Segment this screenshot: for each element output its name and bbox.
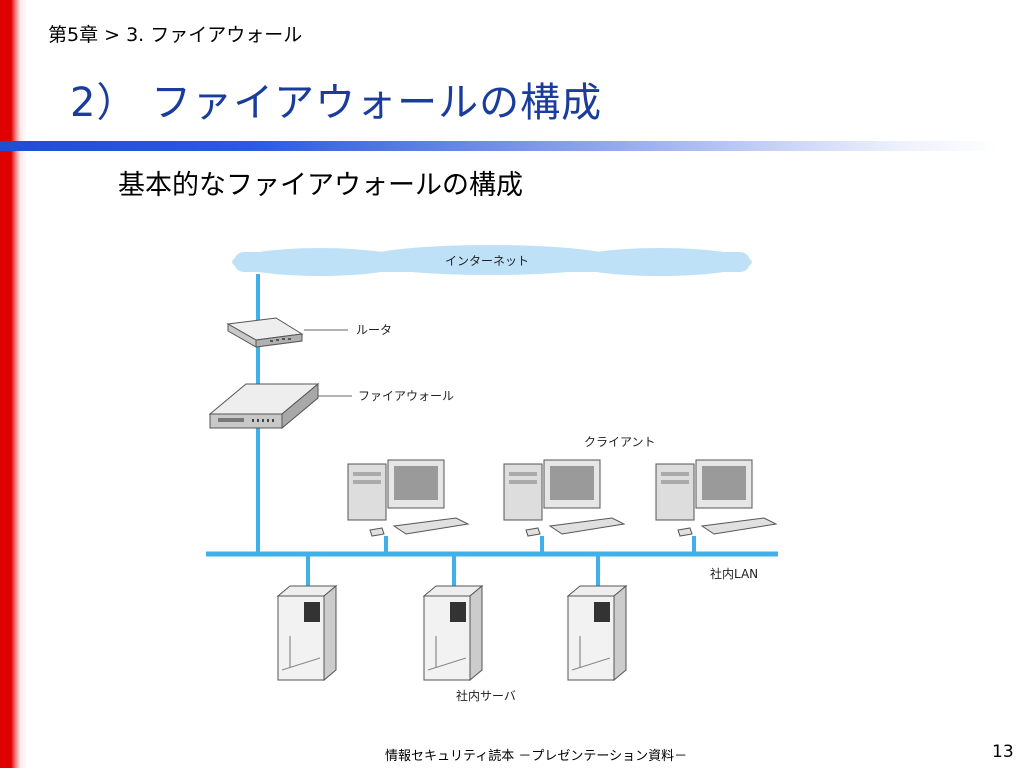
firewall-network-diagram: インターネット ルータ ファイアウォール クライアント bbox=[206, 245, 778, 703]
title-divider bbox=[0, 141, 1000, 151]
firewall-icon bbox=[208, 382, 320, 430]
page-number: 13 bbox=[992, 742, 1014, 762]
internet-cloud: インターネット bbox=[232, 245, 752, 276]
slide-title: 2） ファイアウォールの構成 bbox=[70, 80, 603, 126]
firewall-label: ファイアウォール bbox=[358, 389, 454, 403]
client-pc-2 bbox=[503, 459, 626, 537]
breadcrumb: 第5章 > 3. ファイアウォール bbox=[48, 24, 303, 46]
server-label: 社内サーバ bbox=[456, 688, 516, 703]
left-accent-bar bbox=[0, 0, 26, 768]
server-2 bbox=[422, 584, 484, 682]
client-pc-1 bbox=[347, 459, 470, 537]
internet-label: インターネット bbox=[445, 254, 529, 268]
router-label: ルータ bbox=[356, 323, 392, 337]
lan-label: 社内LAN bbox=[710, 566, 758, 581]
server-3 bbox=[566, 584, 628, 682]
client-pc-3 bbox=[655, 459, 778, 537]
client-label: クライアント bbox=[584, 435, 656, 449]
footer-text: 情報セキュリティ読本 －プレゼンテーション資料－ bbox=[385, 749, 688, 764]
router-icon bbox=[226, 317, 304, 348]
server-1 bbox=[276, 584, 338, 682]
slide-subtitle: 基本的なファイアウォールの構成 bbox=[118, 170, 523, 201]
